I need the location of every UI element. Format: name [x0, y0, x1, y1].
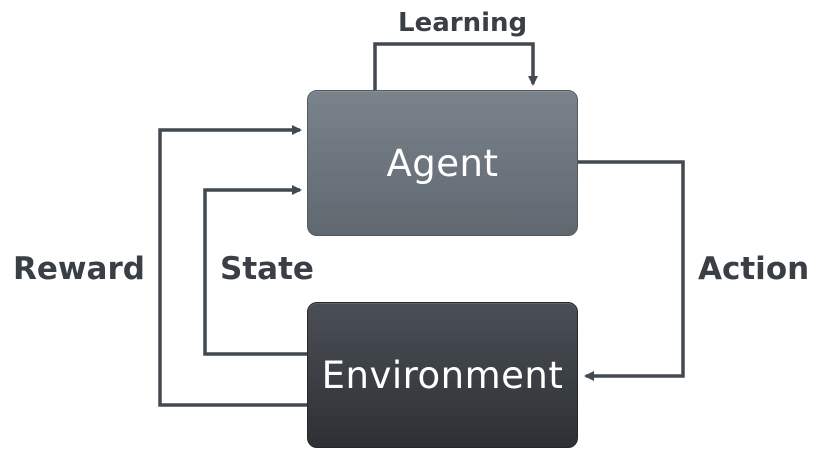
- action-label: Action: [698, 251, 810, 287]
- state-label: State: [220, 251, 314, 287]
- action-arrow: [578, 160, 685, 381]
- reward-arrow: [158, 125, 307, 407]
- agent-node: Agent: [307, 90, 578, 236]
- learning-label: Learning: [398, 8, 528, 38]
- state-arrow: [203, 185, 307, 356]
- learning-arrow: [373, 42, 538, 90]
- environment-node: Environment: [307, 302, 578, 448]
- reward-label: Reward: [13, 251, 145, 287]
- agent-label: Agent: [386, 141, 499, 185]
- environment-label: Environment: [321, 353, 564, 397]
